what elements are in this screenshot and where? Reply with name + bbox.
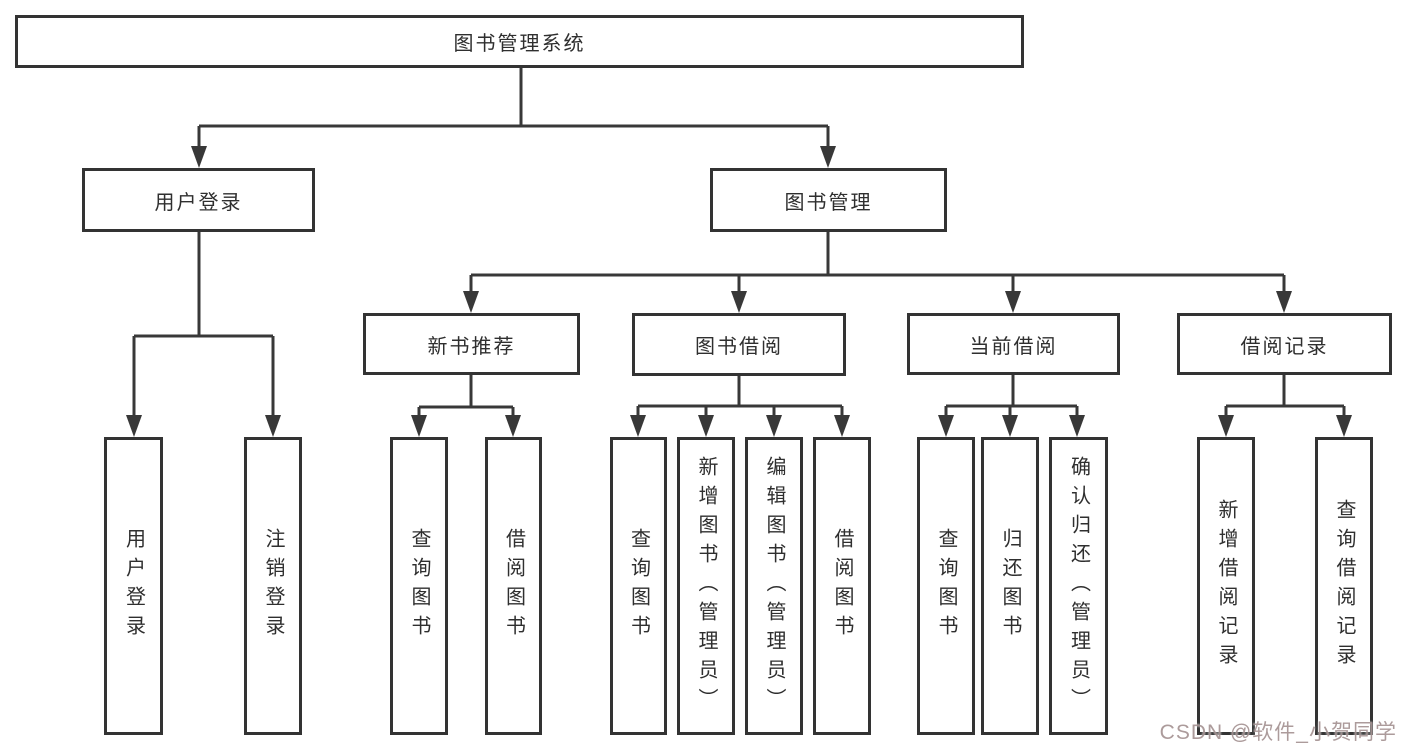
leaf-borrow-book-2: 借阅图书 <box>813 437 871 735</box>
arrowhead-icon <box>1336 415 1352 437</box>
arrowhead-icon <box>265 415 281 437</box>
node-new-book-recommend: 新书推荐 <box>363 313 580 375</box>
node-borrow-records: 借阅记录 <box>1177 313 1392 375</box>
arrowhead-icon <box>834 415 850 437</box>
node-borrow-records-label: 借阅记录 <box>1240 335 1329 358</box>
leaf-edit-book-admin: 编辑图书（管理员） <box>745 437 803 735</box>
leaf-query-book-2-label: 查询图书 <box>627 528 650 644</box>
arrowhead-icon <box>630 415 646 437</box>
node-current-borrow-label: 当前借阅 <box>969 335 1058 358</box>
leaf-query-book-1-label: 查询图书 <box>408 528 430 644</box>
connector-current-to-leaves <box>938 375 1085 437</box>
node-book-borrow: 图书借阅 <box>632 313 846 376</box>
leaf-confirm-return-admin-label: 确认归还（管理员） <box>1067 455 1090 717</box>
leaf-add-book-admin: 新增图书（管理员） <box>677 437 735 735</box>
arrowhead-icon <box>1005 291 1021 313</box>
arrowhead-icon <box>463 291 479 313</box>
arrowhead-icon <box>411 415 427 437</box>
leaf-borrow-book-2-label: 借阅图书 <box>831 528 853 644</box>
leaf-borrow-book-1: 借阅图书 <box>485 437 542 735</box>
node-book-borrow-label: 图书借阅 <box>695 336 783 358</box>
node-book-management: 图书管理 <box>710 168 947 232</box>
leaf-confirm-return-admin: 确认归还（管理员） <box>1049 437 1108 735</box>
leaf-add-borrow-record: 新增借阅记录 <box>1197 437 1255 735</box>
connector-records-to-leaves <box>1218 375 1352 437</box>
leaf-query-book-2: 查询图书 <box>610 437 667 735</box>
node-book-management-label: 图书管理 <box>784 191 873 214</box>
connector-root-to-level2 <box>191 68 836 168</box>
arrowhead-icon <box>698 415 714 437</box>
arrowhead-icon <box>731 291 747 313</box>
leaf-return-book-label: 归还图书 <box>999 528 1021 644</box>
leaf-query-book-3-label: 查询图书 <box>935 528 957 644</box>
leaf-edit-book-admin-label: 编辑图书（管理员） <box>763 455 785 717</box>
node-user-login-label: 用户登录 <box>154 191 243 214</box>
arrowhead-icon <box>1002 415 1018 437</box>
node-root-label: 图书管理系统 <box>453 33 586 55</box>
connector-login-to-leaves <box>126 232 281 437</box>
csdn-watermark: CSDN @软件_小贺同学 <box>1159 721 1397 744</box>
leaf-query-borrow-record-label: 查询借阅记录 <box>1333 499 1355 673</box>
leaf-return-book: 归还图书 <box>981 437 1039 735</box>
arrowhead-icon <box>191 146 207 168</box>
arrowhead-icon <box>1218 415 1234 437</box>
leaf-user-login-label: 用户登录 <box>122 528 145 644</box>
leaf-borrow-book-1-label: 借阅图书 <box>502 528 525 644</box>
leaf-add-book-admin-label: 新增图书（管理员） <box>695 455 717 717</box>
leaf-user-login: 用户登录 <box>104 437 163 735</box>
node-new-book-recommend-label: 新书推荐 <box>427 335 516 358</box>
node-current-borrow: 当前借阅 <box>907 313 1120 375</box>
leaf-query-book-3: 查询图书 <box>917 437 975 735</box>
arrowhead-icon <box>1276 291 1292 313</box>
arrowhead-icon <box>766 415 782 437</box>
leaf-add-borrow-record-label: 新增借阅记录 <box>1215 499 1237 673</box>
leaf-query-borrow-record: 查询借阅记录 <box>1315 437 1373 735</box>
leaf-logout: 注销登录 <box>244 437 302 735</box>
connector-recommend-to-leaves <box>411 375 521 437</box>
arrowhead-icon <box>505 415 521 437</box>
node-user-login: 用户登录 <box>82 168 315 232</box>
arrowhead-icon <box>126 415 142 437</box>
connector-borrow-to-leaves <box>630 375 850 437</box>
connector-manage-to-level3 <box>463 232 1292 313</box>
arrowhead-icon <box>938 415 954 437</box>
node-root: 图书管理系统 <box>15 15 1024 68</box>
leaf-query-book-1: 查询图书 <box>390 437 448 735</box>
arrowhead-icon <box>820 146 836 168</box>
arrowhead-icon <box>1069 415 1085 437</box>
leaf-logout-label: 注销登录 <box>262 528 284 644</box>
